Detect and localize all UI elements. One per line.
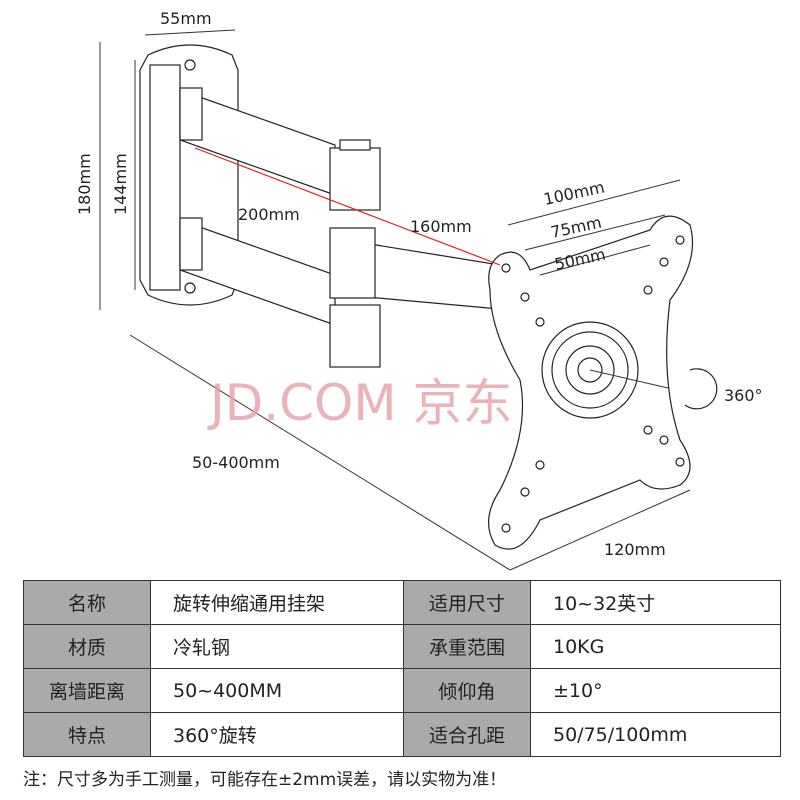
- spec-value: 50~400MM: [150, 668, 404, 713]
- lower-arm: [179, 219, 336, 326]
- dimension-line-red: [194, 147, 501, 266]
- spec-label: 名称: [23, 580, 151, 625]
- spec-label: 材质: [23, 624, 151, 669]
- spec-value: 360°旋转: [150, 712, 404, 757]
- watermark: JD.COM 京东: [207, 374, 512, 432]
- spec-value: 50/75/100mm: [530, 712, 781, 757]
- dim-rotation: 360°: [724, 386, 763, 405]
- dim-arm-short: 160mm: [410, 217, 472, 236]
- spec-label: 适合孔距: [403, 712, 531, 757]
- spec-value: 10~32英寸: [530, 580, 781, 625]
- footnote: 注：尺寸多为手工测量，可能存在±2mm误差，请以实物为准！: [23, 770, 507, 790]
- spec-label: 离墙距离: [23, 668, 151, 713]
- rotate-icon: [684, 368, 718, 410]
- spec-value: 旋转伸缩通用挂架: [150, 580, 404, 625]
- bracket-diagram: JD.COM 京东 55mm 180mm 144mm 200mm 160mm 1…: [75, 9, 763, 571]
- spec-value: 10KG: [530, 624, 781, 669]
- dim-width-top: 55mm: [160, 9, 212, 28]
- dim-height-inner: 144mm: [111, 153, 130, 215]
- spec-label: 承重范围: [403, 624, 531, 669]
- dim-height-outer: 180mm: [75, 153, 94, 215]
- spec-label: 适用尺寸: [403, 580, 531, 625]
- dim-wall-distance: 50-400mm: [192, 453, 280, 472]
- spec-label: 倾仰角: [403, 668, 531, 713]
- dim-plate-width: 120mm: [604, 540, 666, 559]
- spec-label: 特点: [23, 712, 151, 757]
- spec-value: ±10°: [530, 668, 781, 713]
- dim-hole-100: 100mm: [542, 177, 606, 208]
- spec-value: 冷轧钢: [150, 624, 404, 669]
- dim-arm-long: 200mm: [238, 205, 300, 224]
